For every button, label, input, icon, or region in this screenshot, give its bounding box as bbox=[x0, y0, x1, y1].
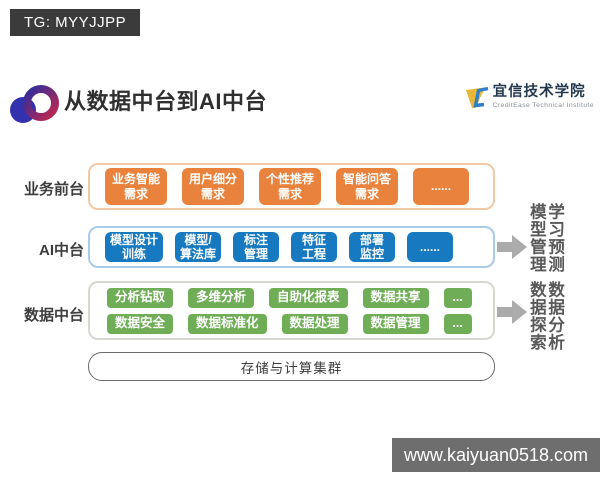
diagram-box: 数据标准化 bbox=[188, 313, 267, 334]
diagram-box: 个性推荐 需求 bbox=[259, 168, 322, 205]
diagram-box: ... bbox=[443, 313, 472, 334]
diagram-box: 数据安全 bbox=[107, 313, 174, 334]
diagram-box: 标注 管理 bbox=[233, 232, 280, 262]
diagram-box: 特征 工程 bbox=[291, 232, 338, 262]
ai-annotation: 模型管理 学习预测 bbox=[527, 203, 563, 273]
data-boxes-top: 分析钻取多维分析自助化报表数据共享... bbox=[90, 287, 493, 308]
diagram-box: ... bbox=[443, 287, 472, 308]
title-circles-icon bbox=[10, 85, 59, 123]
annotation-data-exploration: 数据探索 bbox=[527, 281, 546, 351]
row-label-ai: AI中台 bbox=[38, 242, 84, 259]
page-title: 从数据中台到AI中台 bbox=[64, 89, 268, 114]
data-boxes-bottom: 数据安全数据标准化数据处理数据管理... bbox=[90, 313, 493, 334]
diagram-box: 部署 监控 bbox=[349, 232, 396, 262]
ai-platform-container: 模型设计 训练模型/ 算法库标注 管理特征 工程部署 监控...... bbox=[88, 226, 495, 268]
annotation-model-management: 模型管理 bbox=[527, 203, 546, 273]
diagram-box: 分析钻取 bbox=[107, 287, 174, 308]
business-boxes: 业务智能 需求用户细分 需求个性推荐 需求智能问答 需求...... bbox=[90, 165, 493, 208]
arrow-right-ai-icon bbox=[497, 235, 527, 259]
diagram-box: 数据共享 bbox=[362, 287, 429, 308]
data-annotation: 数据探索 数据分析 bbox=[527, 281, 563, 351]
creditease-logo: 宜信技术学院 CreditEase Technical Institute bbox=[464, 84, 594, 110]
annotation-learning-prediction: 学习预测 bbox=[545, 203, 564, 273]
diagram-box: 用户细分 需求 bbox=[182, 168, 245, 205]
diagram-box: 智能问答 需求 bbox=[336, 168, 399, 205]
diagram-box: 数据管理 bbox=[362, 313, 429, 334]
tc-logo-icon bbox=[465, 86, 488, 108]
arrow-right-data-icon bbox=[497, 300, 527, 324]
brand-name: 宜信技术学院 bbox=[492, 83, 586, 100]
diagram-box: 多维分析 bbox=[188, 287, 255, 308]
business-frontend-container: 业务智能 需求用户细分 需求个性推荐 需求智能问答 需求...... bbox=[88, 163, 495, 210]
ai-boxes: 模型设计 训练模型/ 算法库标注 管理特征 工程部署 监控...... bbox=[90, 228, 493, 266]
row-label-data: 数据中台 bbox=[23, 307, 84, 324]
diagram-box: ...... bbox=[413, 168, 470, 205]
diagram-box: ...... bbox=[407, 232, 454, 262]
watermark-bar: www.kaiyuan0518.com bbox=[392, 438, 600, 472]
telegram-badge: TG: MYYJJPP bbox=[10, 9, 141, 36]
diagram-box: 数据处理 bbox=[281, 313, 348, 334]
brand-subtitle: CreditEase Technical Institute bbox=[492, 102, 594, 110]
annotation-data-analysis: 数据分析 bbox=[545, 281, 564, 351]
diagram-box: 模型设计 训练 bbox=[105, 232, 164, 262]
diagram-box: 业务智能 需求 bbox=[105, 168, 168, 205]
diagram-box: 模型/ 算法库 bbox=[175, 232, 222, 262]
row-label-business: 业务前台 bbox=[23, 181, 84, 198]
data-platform-container: 分析钻取多维分析自助化报表数据共享... 数据安全数据标准化数据处理数据管理..… bbox=[88, 281, 495, 340]
storage-cluster-bar: 存储与计算集群 bbox=[88, 352, 495, 381]
diagram-box: 自助化报表 bbox=[269, 287, 348, 308]
